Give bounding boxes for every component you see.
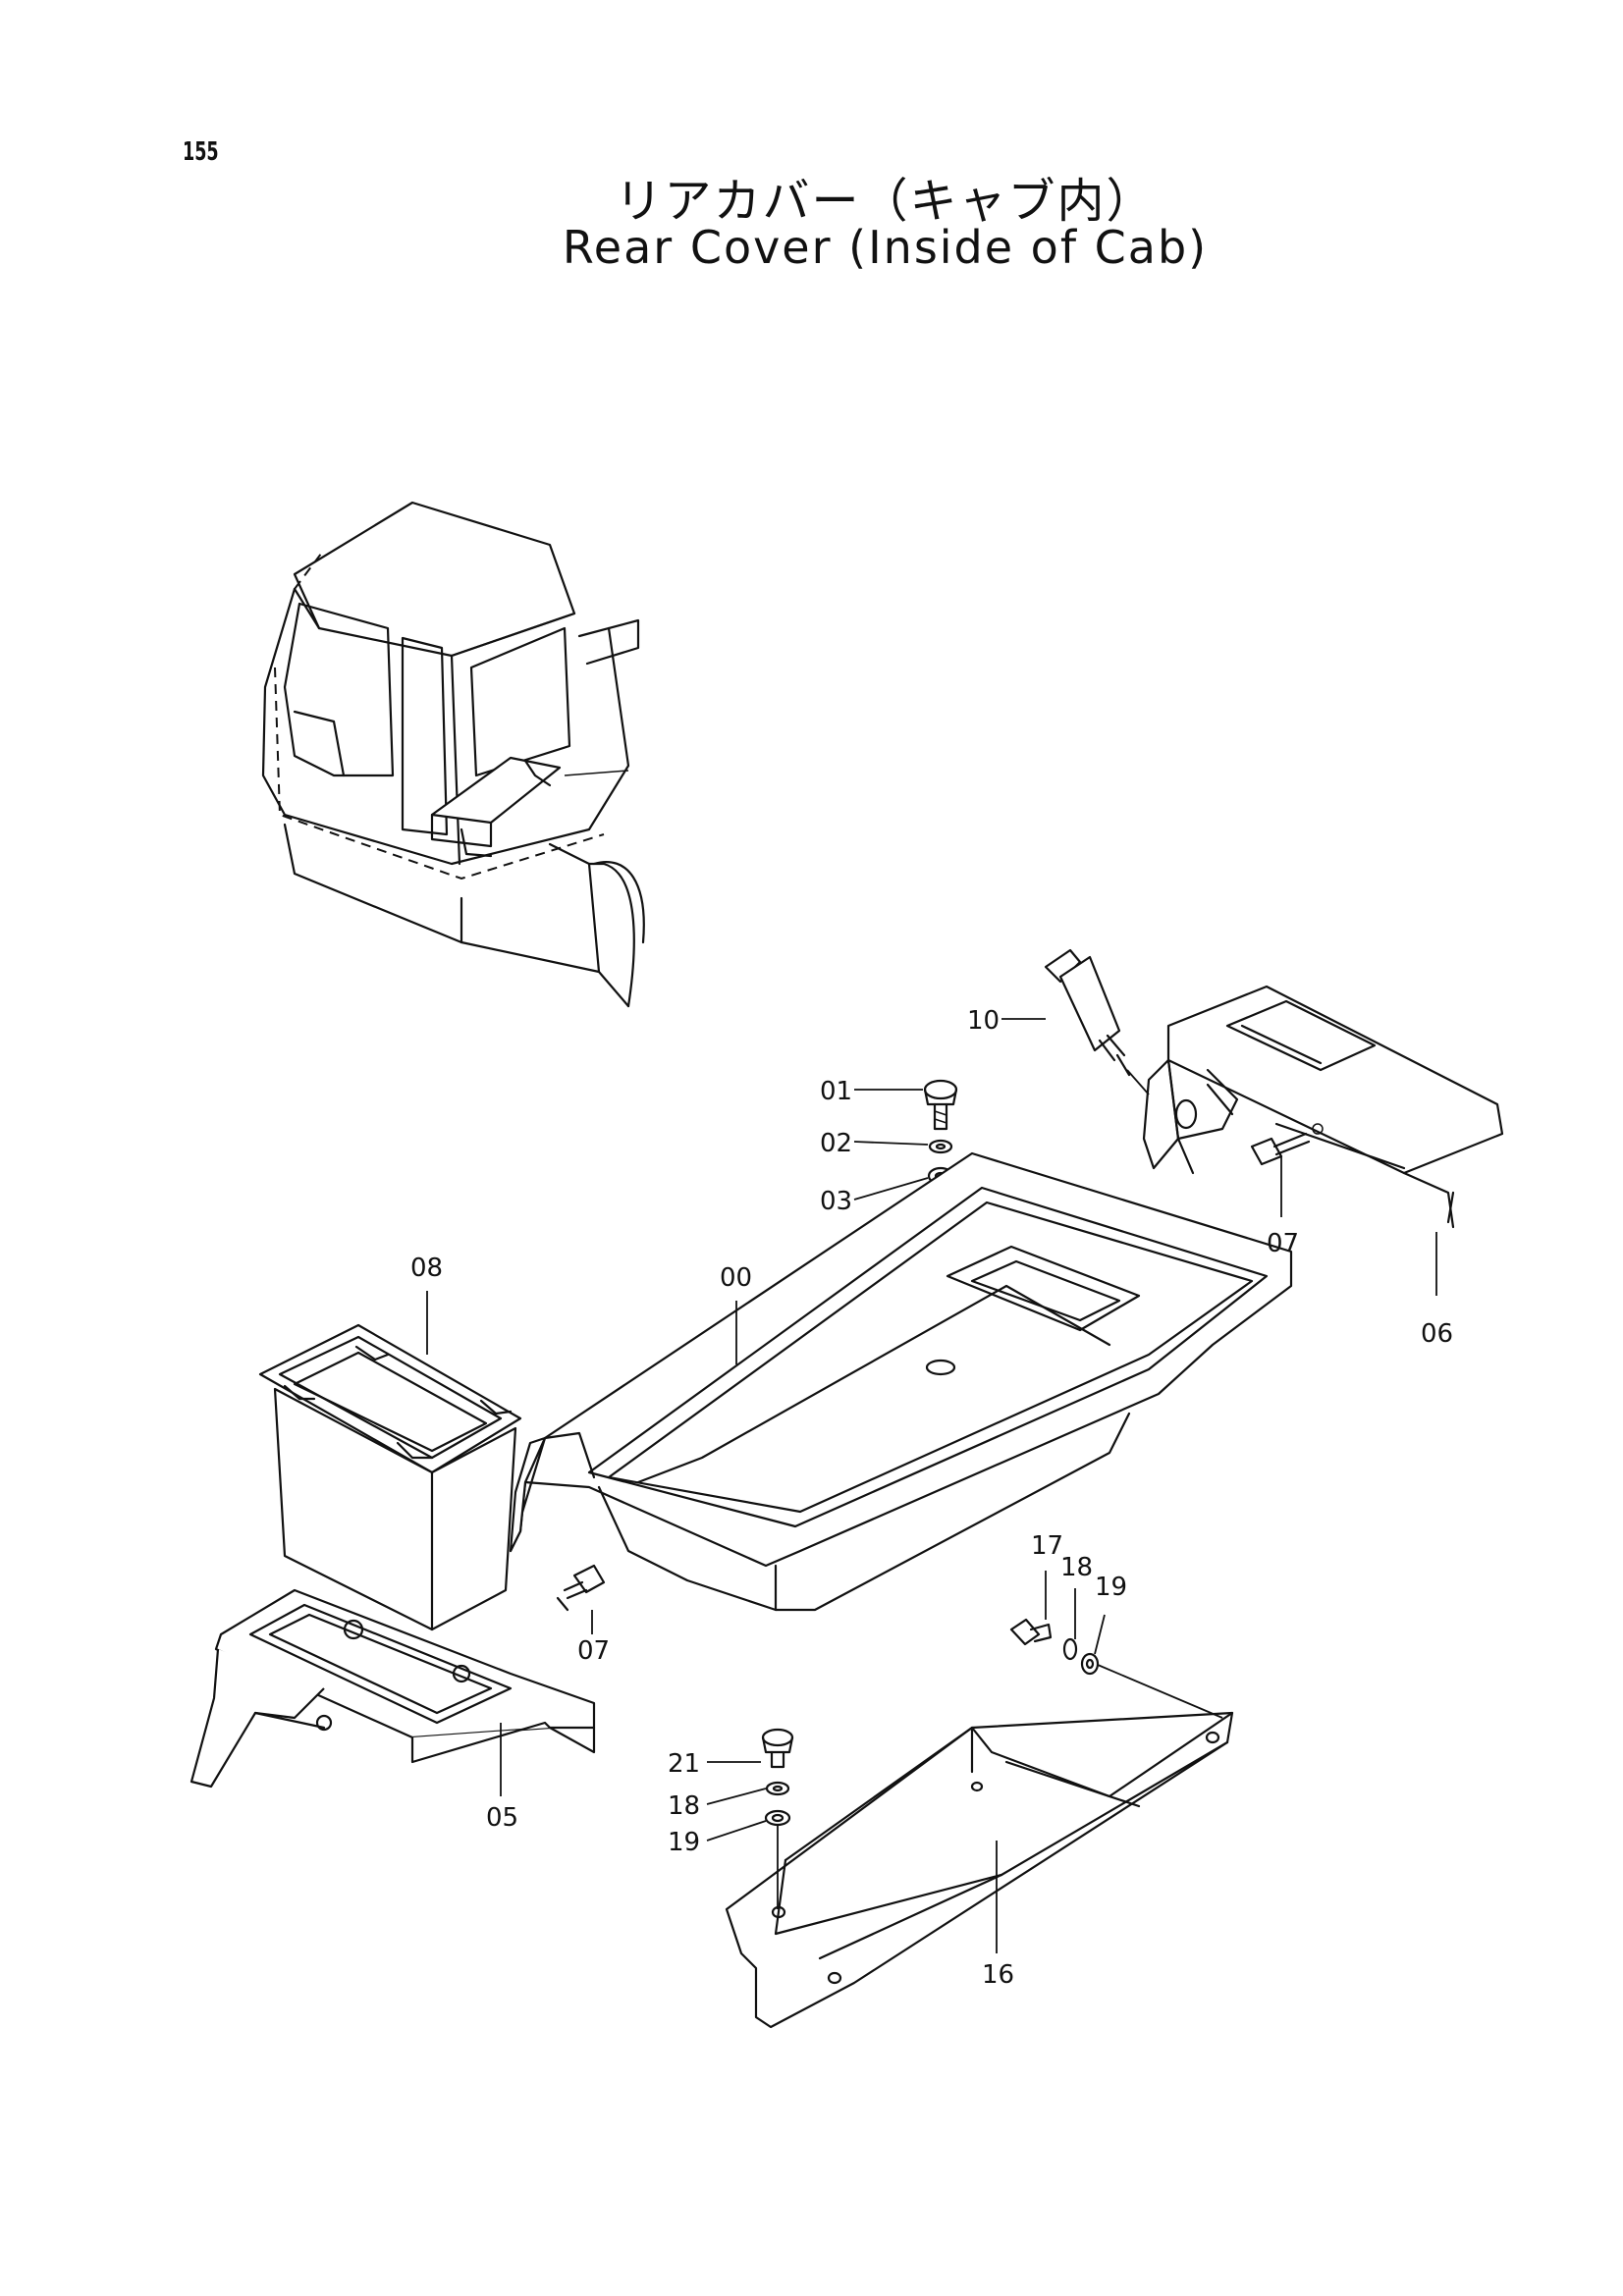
part-05-box-bracket xyxy=(189,1588,596,1789)
part-00-rear-cover-tray xyxy=(509,1151,1293,1612)
callout-02: 02 xyxy=(820,1129,852,1158)
part-06-side-cover xyxy=(1142,985,1504,1229)
part-08-storage-box xyxy=(258,1323,522,1631)
callout-07-left: 07 xyxy=(577,1636,610,1666)
callout-01: 01 xyxy=(820,1077,852,1106)
fastener-stack-21-19 xyxy=(761,1728,794,1909)
bolt-07-left xyxy=(556,1564,606,1612)
callout-17: 17 xyxy=(1031,1531,1063,1561)
title-english: Rear Cover (Inside of Cab) xyxy=(562,221,1209,274)
callout-labels: 10 01 02 03 00 08 07 06 07 05 17 18 19 2… xyxy=(410,1006,1453,1990)
callout-08: 08 xyxy=(410,1254,443,1283)
callout-10: 10 xyxy=(967,1006,1000,1036)
callout-18-top: 18 xyxy=(1060,1553,1093,1582)
callout-07-right: 07 xyxy=(1267,1229,1299,1258)
callout-00: 00 xyxy=(720,1263,752,1293)
callout-leaders xyxy=(426,1018,1437,1953)
callout-19-bottom: 19 xyxy=(668,1828,700,1857)
part-16-floor-plate xyxy=(725,1711,1234,2029)
callout-19-top: 19 xyxy=(1095,1573,1127,1602)
callout-18-bottom: 18 xyxy=(668,1791,700,1821)
cab-overview-illustration xyxy=(261,501,645,1008)
callout-05: 05 xyxy=(486,1803,518,1833)
fastener-stack-17-19 xyxy=(1009,1618,1223,1719)
title-japanese: リアカバー（キャブ内） xyxy=(615,174,1156,229)
callout-03: 03 xyxy=(820,1187,852,1216)
callout-06: 06 xyxy=(1421,1319,1453,1349)
callout-21: 21 xyxy=(668,1749,700,1779)
callout-16: 16 xyxy=(982,1960,1014,1990)
part-10-socket xyxy=(1044,948,1131,1077)
page-number: 155 xyxy=(183,137,219,167)
